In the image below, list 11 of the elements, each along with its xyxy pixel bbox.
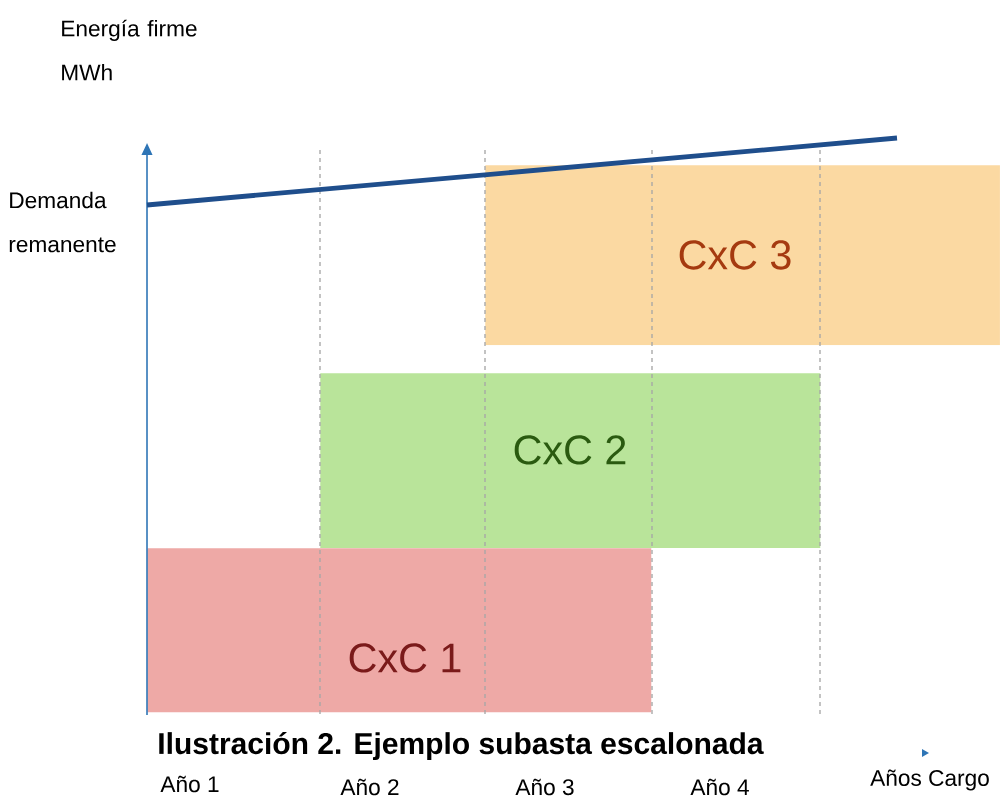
contract-block: CxC 3: [485, 165, 1000, 346]
contract-block: CxC 2: [320, 373, 821, 548]
axis-label: Año 3: [515, 778, 574, 796]
axis-label: Año 4: [690, 778, 749, 796]
axis-label: Año 1: [160, 775, 219, 793]
axis-label: Año 2: [340, 778, 399, 796]
caption: Ilustración 2. Ejemplo subasta escalonada: [159, 731, 764, 761]
axis-label: Demanda remanente: [9, 191, 116, 253]
axis-label: Energía firme MWh: [62, 19, 197, 81]
contract-block: CxC 1: [147, 548, 652, 713]
axis-label: Años Cargo: [870, 769, 989, 791]
